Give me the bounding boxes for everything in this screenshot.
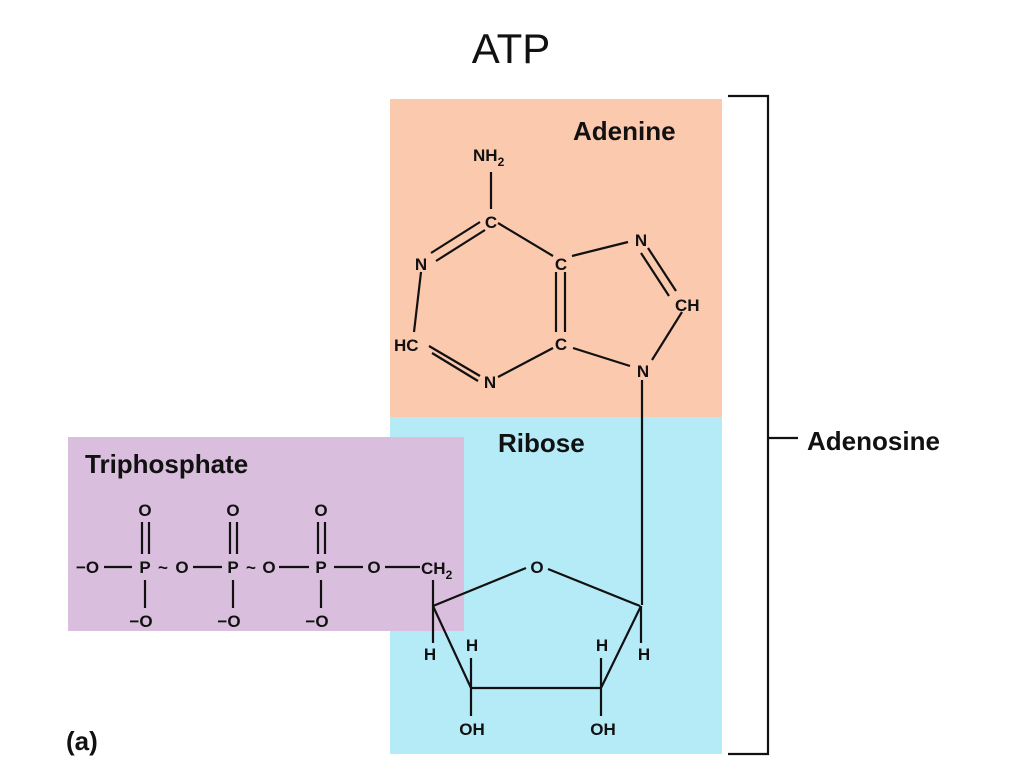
methylene-group: CH2 xyxy=(421,559,453,582)
hydrogen-c2: H xyxy=(596,636,608,655)
atom-c4: C xyxy=(555,335,567,354)
atom-n7: N xyxy=(635,231,647,250)
ribose-atoms: O CH2 H H H H OH OH xyxy=(421,558,650,739)
atom-c6: C xyxy=(485,213,497,232)
page-title: ATP xyxy=(472,25,551,72)
atom-n1: N xyxy=(415,255,427,274)
triphosphate-label: Triphosphate xyxy=(85,449,248,479)
atom-c8: CH xyxy=(675,296,700,315)
phosphorus-gamma: P xyxy=(139,558,150,577)
atom-c2: HC xyxy=(394,336,419,355)
double-bond-oxygen-beta: O xyxy=(226,501,239,520)
adenine-atoms: NH2 C N C N CH HC C N N xyxy=(394,146,700,392)
ring-oxygen: O xyxy=(530,558,543,577)
triphosphate-atoms: −O P ~ O P ~ O P O O O O −O −O −O xyxy=(76,501,381,631)
ester-oxygen: O xyxy=(367,558,380,577)
phosphate-anion-oxygen: −O xyxy=(76,558,99,577)
phosphorus-alpha: P xyxy=(315,558,326,577)
anhydride-bond-1: ~ xyxy=(158,558,168,577)
ribose-label: Ribose xyxy=(498,428,585,458)
ribose-bonds xyxy=(431,566,643,716)
adenosine-label: Adenosine xyxy=(807,426,940,456)
adenine-region xyxy=(390,99,722,417)
atom-c5: C xyxy=(555,255,567,274)
panel-label: (a) xyxy=(66,726,98,756)
adenine-label: Adenine xyxy=(573,116,676,146)
phosphorus-beta: P xyxy=(227,558,238,577)
adenosine-bracket xyxy=(728,94,770,756)
atom-n3: N xyxy=(484,373,496,392)
double-bond-oxygen-gamma: O xyxy=(138,501,151,520)
amino-group: NH2 xyxy=(473,146,505,169)
hydrogen-c3: H xyxy=(466,636,478,655)
atom-n9: N xyxy=(637,362,649,381)
bridge-oxygen-2: O xyxy=(262,558,275,577)
bridge-oxygen-1: O xyxy=(175,558,188,577)
hydrogen-c4: H xyxy=(424,645,436,664)
hydrogen-c1: H xyxy=(638,645,650,664)
anhydride-bond-2: ~ xyxy=(246,558,256,577)
double-bond-oxygen-alpha: O xyxy=(314,501,327,520)
triphosphate-region xyxy=(68,437,464,631)
negative-oxygen-alpha: −O xyxy=(305,612,328,631)
triphosphate-bonds xyxy=(104,522,420,608)
negative-oxygen-gamma: −O xyxy=(129,612,152,631)
negative-oxygen-beta: −O xyxy=(217,612,240,631)
hydroxyl-c2: OH xyxy=(590,720,616,739)
hydroxyl-c3: OH xyxy=(459,720,485,739)
adenine-bonds xyxy=(412,172,683,605)
